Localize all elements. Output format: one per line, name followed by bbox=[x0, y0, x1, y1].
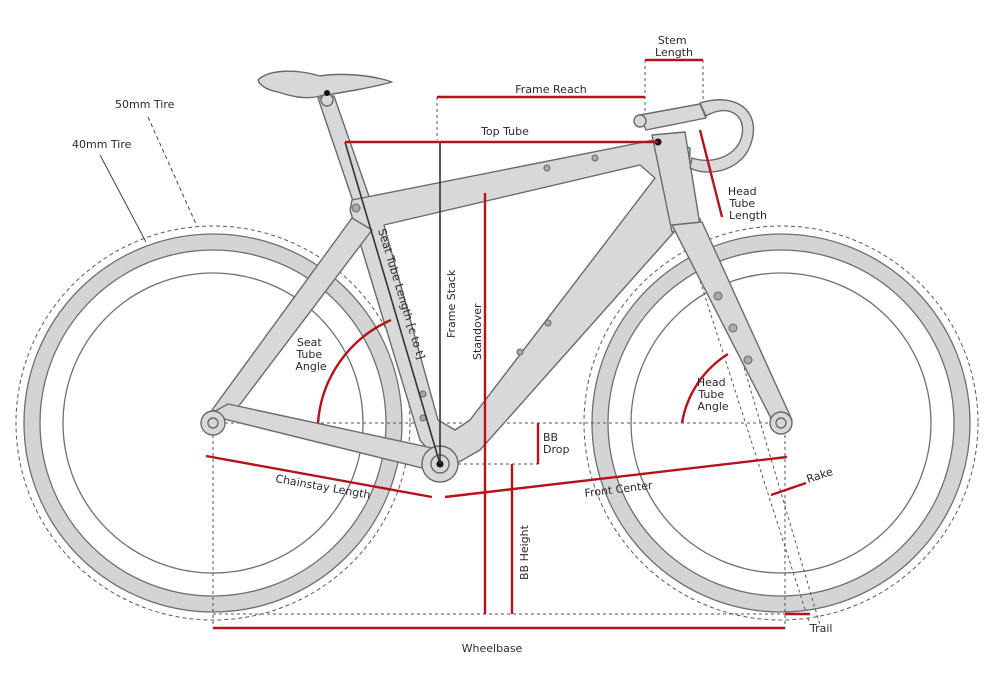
chainstay-length-line bbox=[205, 454, 433, 499]
rake-line bbox=[770, 481, 807, 497]
tire-50-label: 50mm Tire bbox=[115, 98, 175, 111]
seat-tube-angle-label: Seat Tube Angle bbox=[295, 336, 327, 373]
tire-40-label: 40mm Tire bbox=[72, 138, 132, 151]
head-tube-angle-label: Head Tube Angle bbox=[697, 376, 729, 413]
head-tube-length-label: Head Tube Length bbox=[728, 185, 767, 222]
bb-drop-label: BB Drop bbox=[543, 431, 569, 456]
frame-stack-label: Frame Stack bbox=[445, 269, 458, 338]
tire-40-leader bbox=[99, 154, 147, 243]
standover-label: Standover bbox=[471, 303, 484, 360]
top-tube-label: Top Tube bbox=[480, 125, 529, 138]
bb-height-label: BB Height bbox=[518, 524, 531, 580]
bike-frame bbox=[200, 70, 793, 483]
stem bbox=[639, 103, 707, 131]
trail-label: Trail bbox=[809, 622, 832, 635]
seat-tube-angle-arc bbox=[316, 318, 392, 424]
front-center-line bbox=[444, 455, 788, 499]
head-tube-angle-arc bbox=[680, 352, 729, 424]
handlebar bbox=[689, 99, 755, 173]
dimension-lines bbox=[205, 58, 810, 630]
rake-label: Rake bbox=[805, 465, 835, 486]
wheelbase-label: Wheelbase bbox=[462, 642, 523, 655]
seat-tube-axis bbox=[344, 141, 441, 465]
tire-50-leader bbox=[147, 116, 197, 225]
front-50mm-tire-outline bbox=[583, 225, 979, 621]
saddle bbox=[257, 70, 393, 99]
rear-50mm-tire-outline bbox=[15, 225, 411, 621]
frame-reach-label: Frame Reach bbox=[515, 83, 586, 96]
stem-length-label: Stem Length bbox=[655, 34, 693, 59]
head-tube-length-line bbox=[698, 129, 724, 218]
seatpost bbox=[317, 95, 373, 211]
